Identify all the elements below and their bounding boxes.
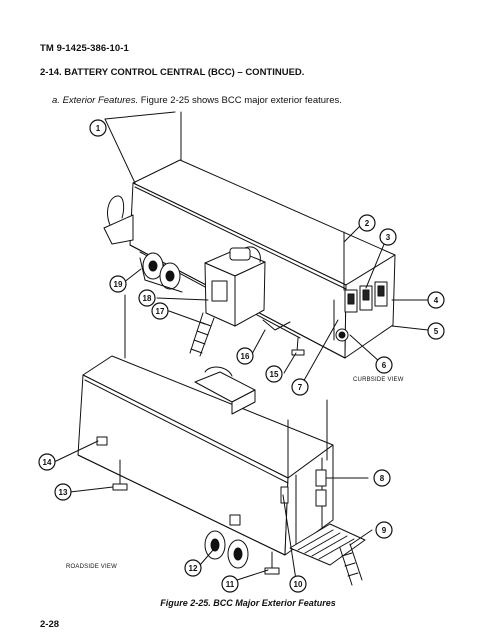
curbside-shelter — [129, 159, 396, 359]
callout-12: 12 — [184, 559, 202, 577]
curbside-tow-bar — [103, 195, 134, 245]
callout-18: 18 — [138, 289, 156, 307]
callout-number: 10 — [294, 580, 303, 589]
intro-term: Exterior Features. — [62, 95, 139, 106]
callout-number: 17 — [156, 307, 165, 316]
callout-1: 1 — [89, 119, 107, 137]
intro-label: a. — [52, 95, 60, 106]
callout-16: 16 — [236, 347, 254, 365]
callout-number: 14 — [43, 458, 52, 467]
callout-4: 4 — [427, 291, 445, 309]
callout-17: 17 — [151, 302, 169, 320]
callout-number: 6 — [382, 361, 387, 370]
callout-number: 16 — [241, 352, 250, 361]
section-title: 2-14. BATTERY CONTROL CENTRAL (BCC) – CO… — [40, 67, 305, 78]
page-number: 2-28 — [40, 619, 60, 630]
callout-number: 19 — [114, 280, 123, 289]
callout-number: 7 — [298, 383, 303, 392]
roadside-shelter — [77, 355, 334, 556]
callout-3: 3 — [379, 228, 397, 246]
callout-9: 9 — [375, 521, 393, 539]
document-id: TM 9-1425-386-10-1 — [40, 43, 129, 54]
callout-5: 5 — [427, 322, 445, 340]
callout-number: 18 — [143, 294, 152, 303]
callout-number: 15 — [270, 370, 279, 379]
callout-7: 7 — [291, 378, 309, 396]
roadside-wheels — [112, 459, 280, 575]
figure-caption: Figure 2-25. BCC Major Exterior Features — [160, 598, 336, 608]
callout-15: 15 — [265, 365, 283, 383]
callout-number: 3 — [386, 233, 391, 242]
curbside-equipment-box — [189, 246, 305, 357]
callout-19: 19 — [109, 275, 127, 293]
callout-6: 6 — [375, 356, 393, 374]
callout-number: 4 — [434, 296, 439, 305]
callout-number: 12 — [189, 564, 198, 573]
callout-11: 11 — [221, 575, 239, 593]
roadside-leaders — [53, 399, 373, 581]
callout-2: 2 — [358, 214, 376, 232]
callout-number: 9 — [382, 526, 387, 535]
roadside-platform — [289, 523, 366, 586]
callout-number: 2 — [365, 219, 370, 228]
callout-number: 5 — [434, 327, 439, 336]
curbside-leaders — [104, 111, 429, 385]
callout-13: 13 — [54, 483, 72, 501]
roadside-end-door — [280, 457, 327, 549]
callout-number: 11 — [226, 580, 235, 589]
curbside-wheels — [139, 252, 183, 293]
intro-paragraph: a. Exterior Features. Figure 2-25 shows … — [52, 95, 342, 106]
curbside-end-panels — [333, 231, 388, 342]
callout-number: 1 — [96, 124, 101, 133]
callout-number: 8 — [380, 474, 385, 483]
callout-number: 13 — [59, 488, 68, 497]
callout-10: 10 — [289, 575, 307, 593]
curbside-view-label: CURBSIDE VIEW — [353, 377, 404, 383]
intro-text: Figure 2-25 shows BCC major exterior fea… — [140, 95, 342, 106]
roadside-view-label: ROADSIDE VIEW — [66, 564, 117, 570]
callout-14: 14 — [38, 453, 56, 471]
callout-8: 8 — [373, 469, 391, 487]
